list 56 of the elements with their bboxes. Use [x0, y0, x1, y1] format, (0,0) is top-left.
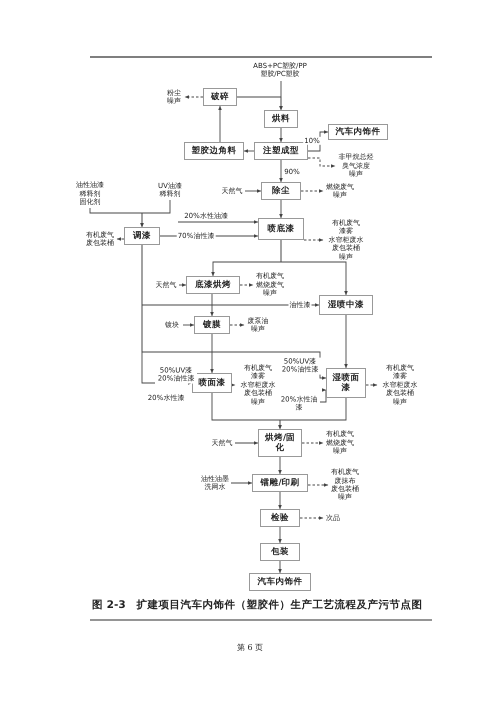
arrow — [210, 294, 214, 316]
arrow — [218, 106, 222, 142]
arrow — [278, 398, 346, 430]
arrow — [234, 441, 258, 445]
dashed-arrow — [304, 238, 324, 242]
process-box: 烘料 — [264, 110, 298, 128]
arrow — [344, 314, 348, 368]
dashed-arrow — [184, 95, 204, 99]
process-box: 湿喷中漆 — [319, 295, 373, 315]
dashed-arrow — [116, 237, 124, 241]
process-box: 塑胶边角料 — [184, 142, 244, 160]
dashed-arrow — [230, 383, 236, 387]
arrow — [280, 240, 348, 296]
process-box: 检验 — [260, 509, 300, 527]
process-box: 镀膜 — [194, 316, 230, 334]
arrow — [140, 200, 170, 228]
arrow — [278, 456, 282, 474]
process-box: 镭雕/印刷 — [252, 474, 308, 492]
arrow — [318, 390, 328, 402]
dashed-arrow — [366, 383, 378, 387]
arrow — [178, 220, 258, 224]
process-box: 注塑成型 — [254, 142, 308, 160]
process-box: 破碎 — [203, 88, 237, 106]
arrow — [278, 492, 282, 510]
process-box: 汽车内饰件 — [328, 124, 388, 140]
process-box: 喷底漆 — [258, 218, 304, 240]
dashed-arrow — [302, 441, 324, 445]
arrow — [244, 189, 262, 193]
dashed-arrow — [300, 516, 324, 520]
dashed-arrow — [240, 283, 254, 287]
arrow — [279, 128, 283, 142]
arrow — [279, 160, 283, 182]
arrow — [308, 130, 328, 152]
arrow — [278, 526, 282, 544]
process-box: 烘烤/固化 — [258, 429, 302, 457]
arrow — [178, 283, 186, 287]
process-box: 包装 — [260, 543, 300, 561]
arrow — [142, 244, 326, 380]
arrow — [182, 323, 194, 327]
dashed-arrow — [230, 323, 244, 327]
dashed-arrow — [308, 483, 328, 487]
process-box: 湿喷面漆 — [326, 368, 366, 398]
process-box: 调漆 — [124, 227, 160, 245]
arrow — [236, 96, 283, 110]
arrow — [278, 560, 282, 574]
process-box: 汽车内饰件 — [249, 573, 311, 591]
figure-caption: 图 2-3 扩建项目汽车内饰件（塑胶件）生产工艺流程及产污节点图 — [92, 598, 423, 612]
page-number: 第 6 页 — [236, 643, 264, 653]
dashed-arrow — [308, 158, 336, 168]
process-box: 除尘 — [261, 182, 301, 200]
dashed-arrow — [300, 189, 324, 193]
process-box: 底漆烘烤 — [186, 276, 240, 294]
arrow — [230, 481, 252, 485]
arrow — [279, 200, 283, 218]
arrow — [244, 149, 254, 153]
arrow — [210, 334, 214, 374]
